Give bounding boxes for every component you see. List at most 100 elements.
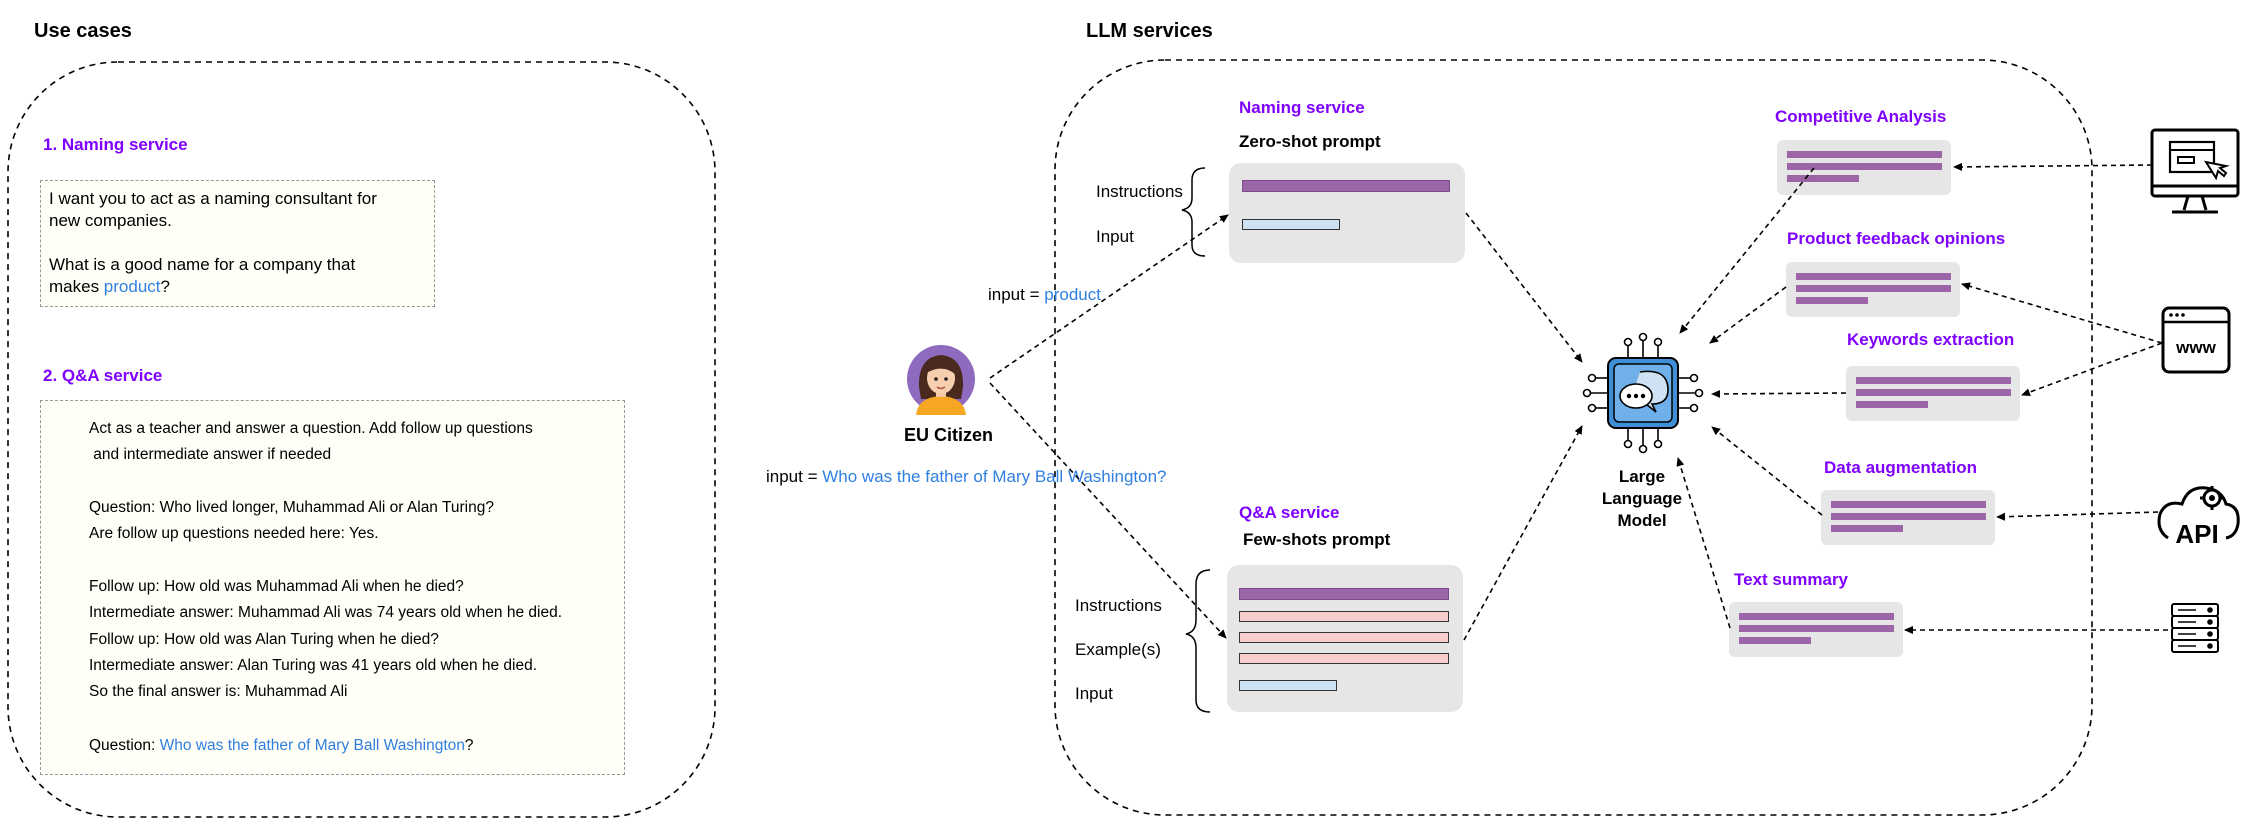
zero-shot-brace xyxy=(1181,167,1206,257)
naming-input-label: input = product xyxy=(988,284,1101,306)
llm-chip-icon xyxy=(1582,332,1704,454)
llm-qa-title: Q&A service xyxy=(1239,503,1340,522)
naming-input-value: product xyxy=(1044,285,1101,304)
qa-line: Intermediate answer: Muhammad Ali was 74… xyxy=(89,604,562,621)
eu-citizen-avatar xyxy=(907,345,975,415)
text-bar xyxy=(1831,525,1903,532)
text-bar xyxy=(1787,151,1942,158)
qa-line: So the final answer is: Muhammad Ali xyxy=(89,683,348,700)
api-label: API xyxy=(2175,519,2218,549)
arrow-qa-to-llm xyxy=(1463,425,1583,641)
naming-prompt-note: I want you to act as a naming consultant… xyxy=(40,180,435,307)
few-shot-instructions-label: Instructions xyxy=(1075,596,1162,615)
arrow-naming-to-llm xyxy=(1465,212,1583,363)
arrow-citizen-to-qa xyxy=(989,382,1227,639)
server-icon xyxy=(2171,603,2219,653)
arrow-summary-to-llm xyxy=(1676,457,1731,629)
www-label: www xyxy=(2175,338,2216,357)
data-augmentation-title: Data augmentation xyxy=(1824,458,1978,477)
use-cases-title: Use cases xyxy=(34,20,132,42)
text-bar xyxy=(1856,401,1928,408)
naming-line-4-suffix: ? xyxy=(160,277,170,296)
text-bar xyxy=(1787,175,1859,182)
arrow-www-to-keywords xyxy=(2021,342,2163,396)
use-case-qa-title: 2. Q&A service xyxy=(43,366,163,385)
qa-question-link: Who was the father of Mary Ball Washingt… xyxy=(159,737,465,754)
llm-label: Large Language Model xyxy=(1598,466,1686,532)
text-bar xyxy=(1739,637,1811,644)
few-shot-input-label: Input xyxy=(1075,684,1113,703)
use-case-naming-title: 1. Naming service xyxy=(43,135,188,154)
use-cases-container xyxy=(7,61,716,818)
instruction-bar xyxy=(1242,180,1450,192)
competitive-analysis-title: Competitive Analysis xyxy=(1775,107,1947,126)
qa-line: and intermediate answer if needed xyxy=(89,446,332,463)
qa-line: Act as a teacher and answer a question. … xyxy=(89,420,533,437)
arrow-feedback-to-llm xyxy=(1709,286,1787,344)
text-bar xyxy=(1856,389,2011,396)
text-bar xyxy=(1831,501,1986,508)
few-shot-title: Few-shots prompt xyxy=(1243,530,1391,549)
naming-line-2: new companies. xyxy=(49,211,172,230)
text-bar xyxy=(1787,163,1942,170)
qa-input-prefix: input = xyxy=(766,467,823,486)
few-shot-examples-label: Example(s) xyxy=(1075,640,1161,659)
llm-services-container xyxy=(1054,59,2093,816)
example-bar xyxy=(1239,611,1449,622)
qa-question-line: Question: Who was the father of Mary Bal… xyxy=(89,737,474,755)
text-bar xyxy=(1739,625,1894,632)
text-bar xyxy=(1796,285,1951,292)
arrow-keywords-to-llm xyxy=(1711,389,1847,398)
naming-product-link: product xyxy=(103,277,161,296)
text-bar xyxy=(1739,613,1894,620)
qa-question-prefix: Question: xyxy=(89,737,160,754)
keywords-extraction-title: Keywords extraction xyxy=(1847,330,2015,349)
qa-line: Are follow up questions needed here: Yes… xyxy=(89,525,379,542)
qa-line: Follow up: How old was Muhammad Ali when… xyxy=(89,578,464,595)
qa-line: Follow up: How old was Alan Turing when … xyxy=(89,631,439,648)
arrow-competitive-to-llm xyxy=(1679,167,1815,334)
llm-label-line-3: Model xyxy=(1617,511,1667,530)
input-bar xyxy=(1242,219,1340,230)
arrow-citizen-to-naming xyxy=(989,214,1229,379)
llm-naming-title: Naming service xyxy=(1239,98,1365,117)
text-bar xyxy=(1831,513,1986,520)
keywords-extraction-card xyxy=(1846,366,2020,421)
product-feedback-card xyxy=(1786,262,1960,317)
text-bar xyxy=(1796,297,1868,304)
zero-shot-instructions-label: Instructions xyxy=(1096,182,1183,201)
eu-citizen-label: EU Citizen xyxy=(904,425,994,445)
naming-line-1: I want you to act as a naming consultant… xyxy=(49,189,377,208)
input-bar xyxy=(1239,680,1337,691)
zero-shot-prompt-card xyxy=(1229,163,1465,263)
monitor-icon xyxy=(2150,128,2240,214)
llm-label-line-2: Language xyxy=(1601,489,1683,508)
qa-question-suffix: ? xyxy=(464,737,474,754)
product-feedback-title: Product feedback opinions xyxy=(1787,229,2006,248)
zero-shot-input-label: Input xyxy=(1096,227,1134,246)
example-bar xyxy=(1239,653,1449,664)
llm-services-title: LLM services xyxy=(1086,20,1213,42)
qa-input-value: Who was the father of Mary Ball Washingt… xyxy=(822,467,1167,486)
qa-input-label: input = Who was the father of Mary Ball … xyxy=(766,466,1167,488)
qa-prompt-note: Act as a teacher and answer a question. … xyxy=(40,400,625,775)
arrow-augmentation-to-llm xyxy=(1711,426,1823,516)
data-augmentation-card xyxy=(1821,490,1995,545)
arrow-api-to-augmentation xyxy=(1996,511,2159,521)
naming-line-3: What is a good name for a company that xyxy=(49,255,356,274)
example-bar xyxy=(1239,632,1449,643)
llm-label-line-1: Large xyxy=(1618,467,1666,486)
text-bar xyxy=(1796,273,1951,280)
text-bar xyxy=(1856,377,2011,384)
naming-input-prefix: input = xyxy=(988,285,1045,304)
few-shot-brace xyxy=(1185,569,1211,713)
naming-line-4: makes product? xyxy=(49,276,170,298)
arrow-www-to-feedback xyxy=(1961,282,2163,344)
text-summary-title: Text summary xyxy=(1734,570,1849,589)
few-shot-prompt-card xyxy=(1227,565,1463,712)
zero-shot-title: Zero-shot prompt xyxy=(1239,132,1381,151)
text-summary-card xyxy=(1729,602,1903,657)
www-browser-icon xyxy=(2161,306,2231,374)
